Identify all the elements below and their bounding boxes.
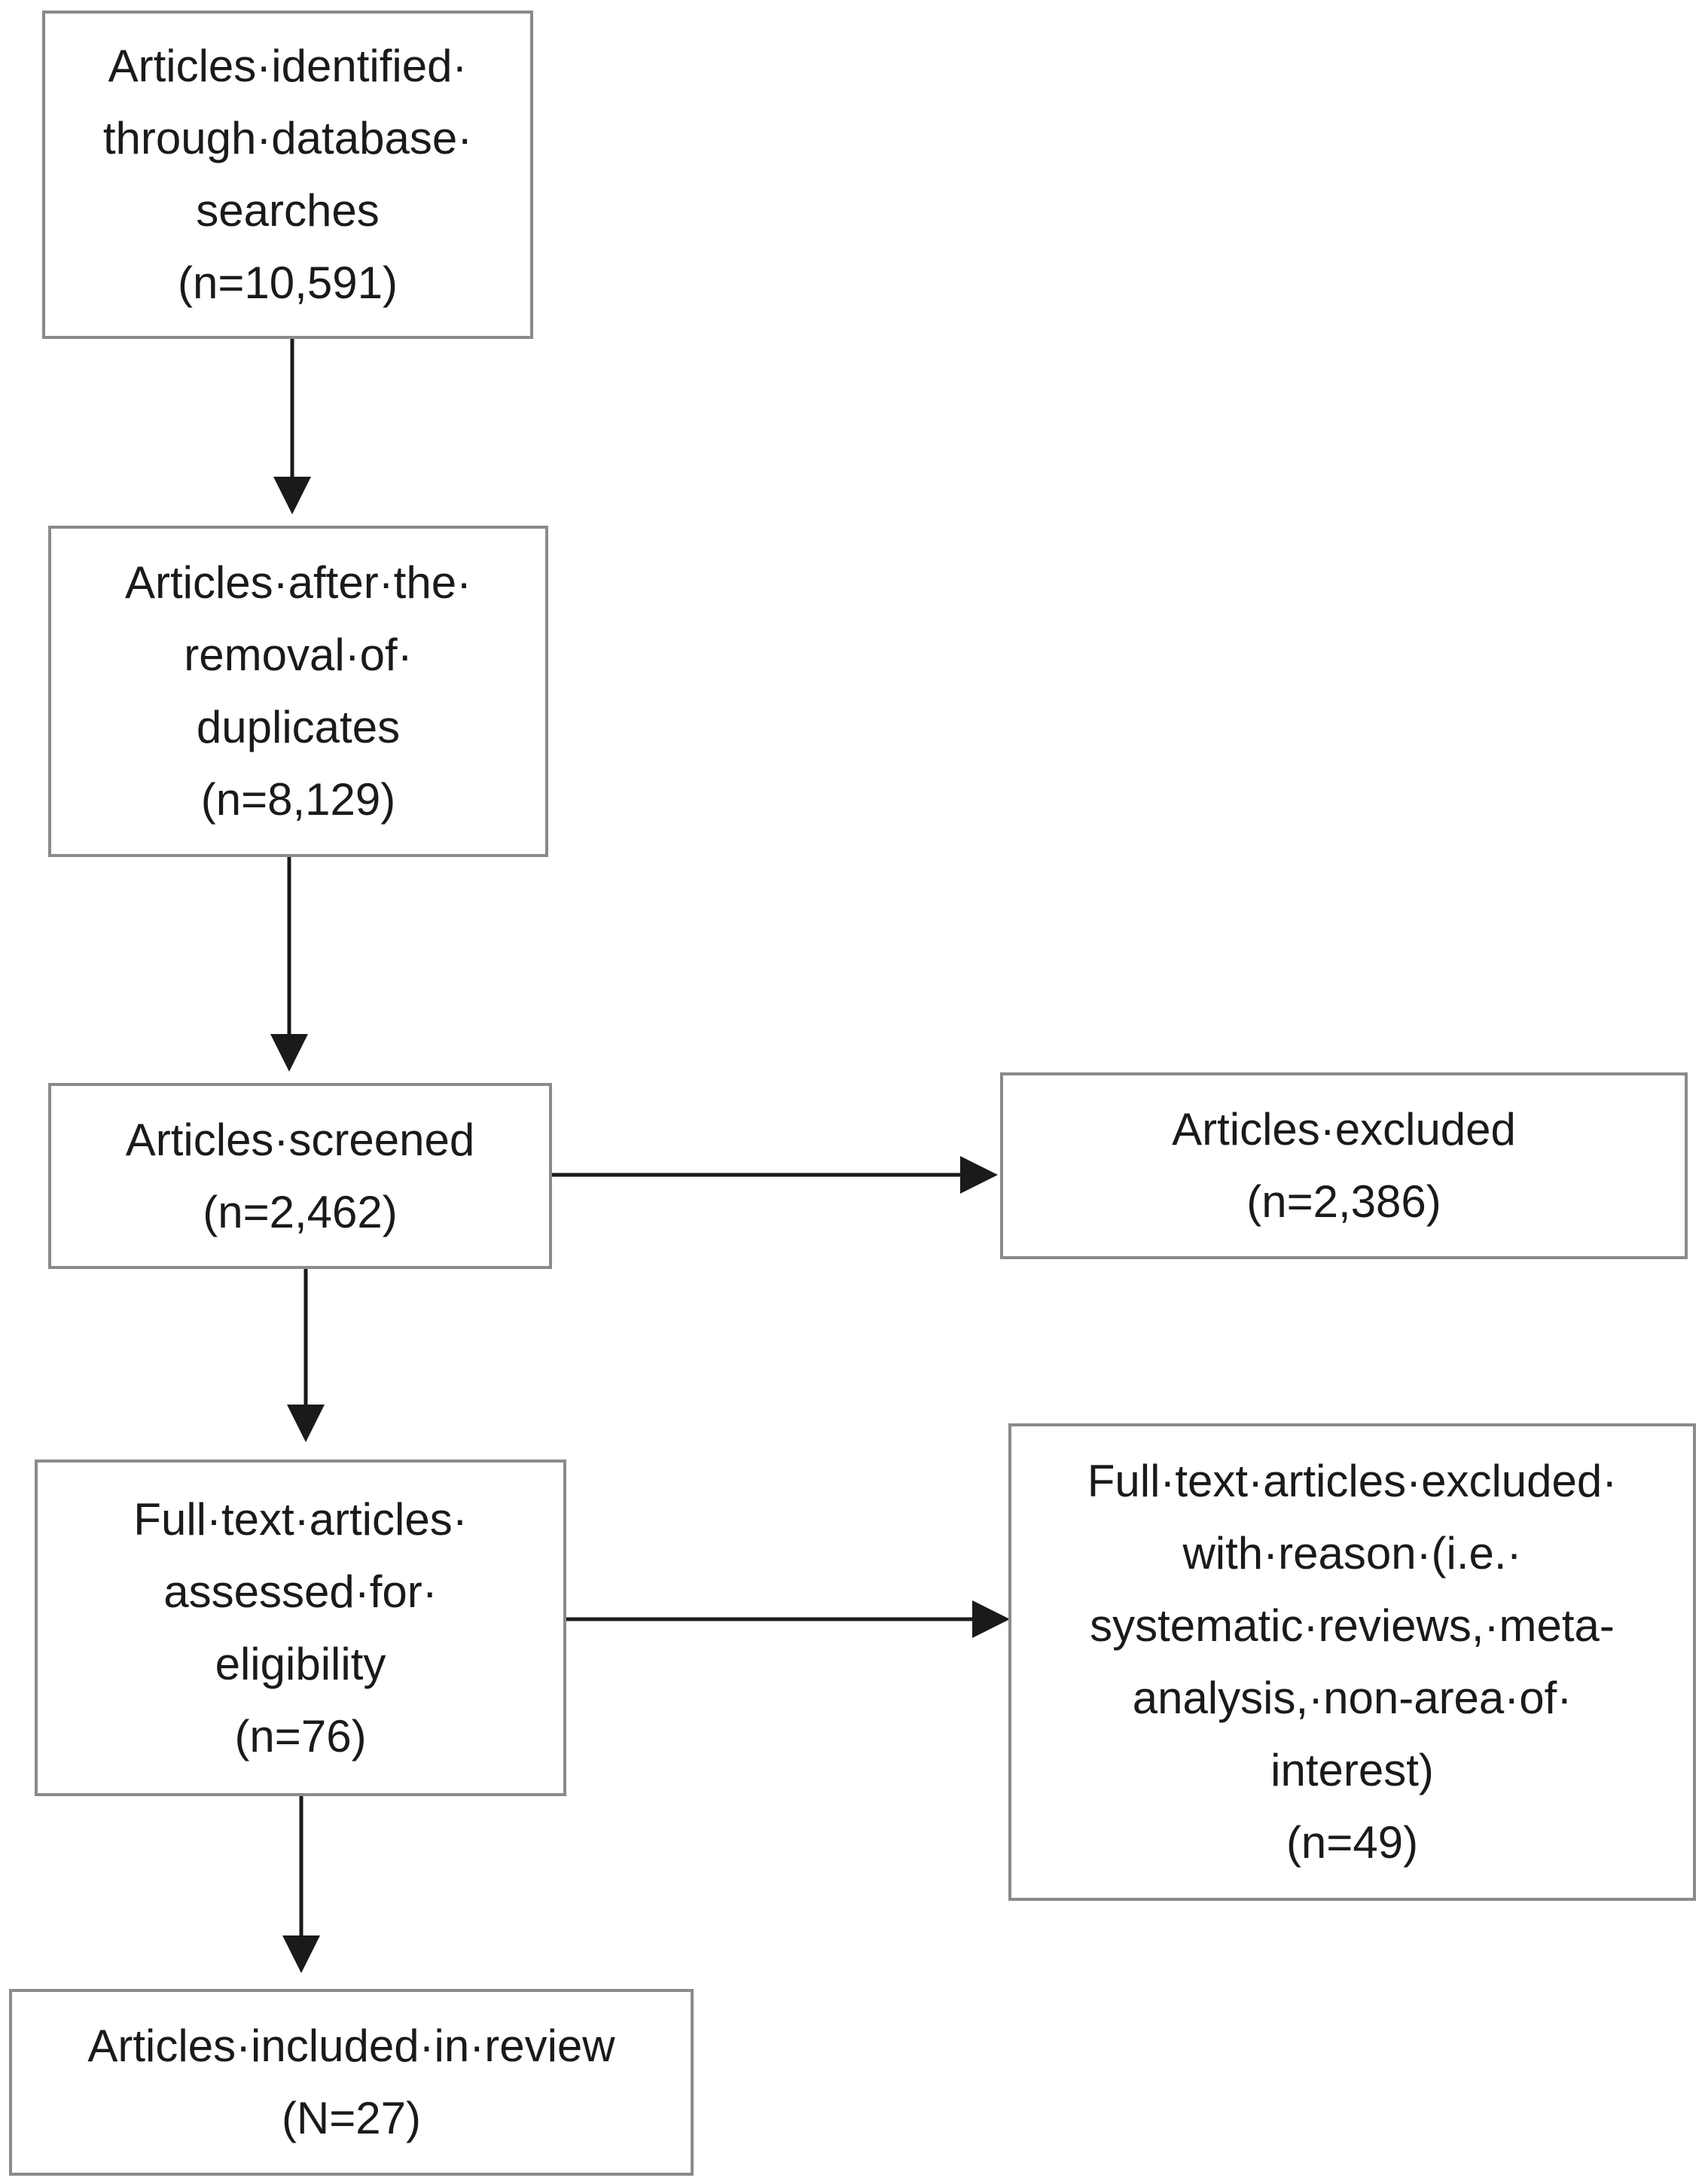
full-text-assessed-box: Full·text·articles· assessed·for· eligib…: [35, 1460, 566, 1796]
full-text-excluded-line-5: interest): [1270, 1745, 1434, 1795]
full-text-excluded-box: Full·text·articles·excluded· with·reason…: [1008, 1423, 1696, 1901]
excluded-count: (n=2,386): [1246, 1176, 1441, 1227]
included-label: Articles·included·in·review: [87, 2021, 615, 2071]
identified-line-3: searches: [196, 185, 380, 236]
deduplicated-line-1: Articles·after·the·: [124, 557, 472, 608]
identified-articles-box: Articles·identified· through·database· s…: [42, 11, 533, 339]
full-text-count: (n=76): [234, 1710, 367, 1762]
full-text-line-1: Full·text·articles·: [133, 1493, 468, 1545]
full-text-line-3: eligibility: [215, 1638, 386, 1689]
deduplicated-articles-box: Articles·after·the· removal·of· duplicat…: [48, 526, 548, 857]
excluded-label: Articles·excluded: [1172, 1104, 1516, 1155]
full-text-excluded-line-1: Full·text·articles·excluded·: [1087, 1456, 1618, 1506]
full-text-excluded-count: (n=49): [1286, 1817, 1419, 1868]
identified-line-2: through·database·: [102, 113, 473, 163]
screened-articles-box: Articles·screened (n=2,462): [48, 1083, 552, 1269]
included-count: (N=27): [281, 2093, 422, 2143]
screened-count: (n=2,462): [203, 1186, 398, 1237]
screened-label: Articles·screened: [125, 1114, 475, 1165]
identified-count: (n=10,591): [178, 258, 398, 308]
deduplicated-count: (n=8,129): [200, 774, 396, 825]
identified-line-1: Articles·identified·: [108, 41, 468, 91]
full-text-excluded-line-3: systematic·reviews,·meta-: [1090, 1600, 1615, 1651]
included-articles-box: Articles·included·in·review (N=27): [9, 1989, 694, 2176]
full-text-line-2: assessed·for·: [163, 1566, 438, 1617]
deduplicated-line-2: removal·of·: [184, 630, 413, 680]
excluded-articles-box: Articles·excluded (n=2,386): [1000, 1072, 1688, 1259]
full-text-excluded-line-4: analysis,·non-area·of·: [1132, 1673, 1572, 1723]
deduplicated-line-3: duplicates: [196, 702, 401, 752]
full-text-excluded-line-2: with·reason·(i.e.·: [1182, 1528, 1522, 1579]
